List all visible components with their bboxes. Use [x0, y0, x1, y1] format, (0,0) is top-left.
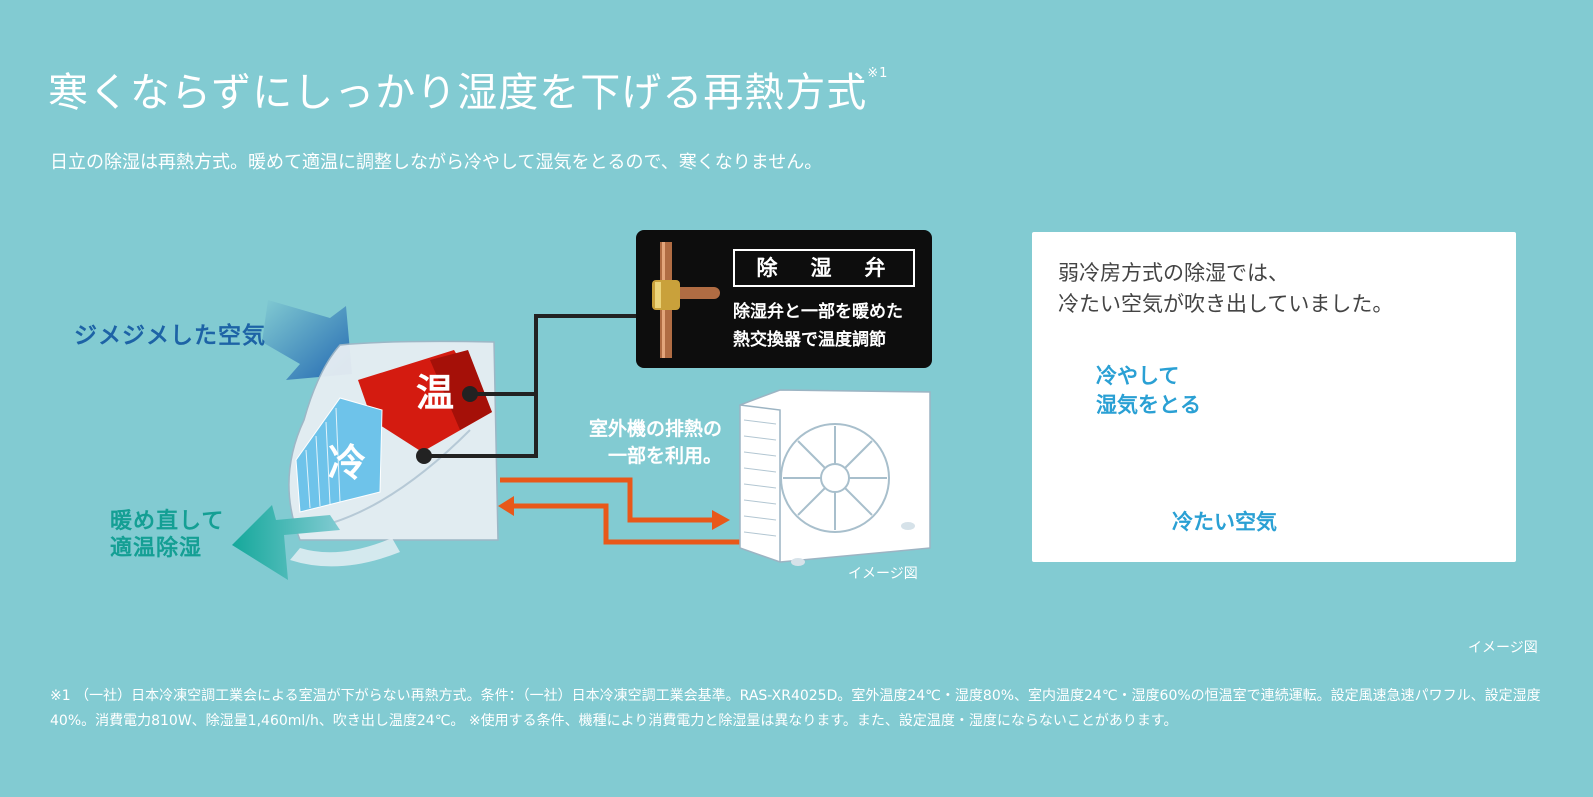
dehumidify-valve-graphic [652, 242, 720, 358]
outdoor-label-line-2: 一部を利用。 [607, 445, 722, 467]
comparison-text-line-2: 冷たい空気が吹き出していました。 [1058, 292, 1394, 316]
image-caption-2: イメージ図 [1468, 640, 1538, 656]
cool-remove-line-1: 冷やして [1096, 364, 1180, 388]
rewarm-label-line-2: 適温除湿 [110, 536, 203, 561]
outdoor-unit [739, 389, 931, 566]
cold-exchanger [295, 397, 383, 513]
page-title-text: 寒くならずにしっかり湿度を下げる再熱方式 [48, 70, 868, 116]
rewarm-air-arrow [232, 505, 340, 580]
comparison-panel [1032, 232, 1516, 562]
page-title: 寒くならずにしっかり湿度を下げる再熱方式※1 [48, 60, 888, 118]
outdoor-label-line-1: 室外機の排熱の [588, 418, 722, 440]
cold-label: 冷 [328, 441, 367, 485]
pipe-lines [424, 314, 640, 458]
image-caption: イメージ図 [848, 566, 918, 582]
title-footnote-mark: ※1 [867, 66, 889, 81]
humid-air-label: ジメジメした空気 [74, 323, 266, 349]
outdoor-heat-label: 室外機の排熱の 一部を利用。 [560, 416, 722, 470]
warm-label: 温 [416, 371, 455, 415]
heat-flow-arrows [500, 477, 742, 545]
rewarm-label-line-1: 暖め直して [110, 509, 225, 534]
valve-description: 除湿弁と一部を暖めた 熱交換器で温度調節 [733, 298, 933, 354]
valve-desc-line-1: 除湿弁と一部を暖めた [733, 302, 903, 322]
rewarm-label: 暖め直して 適温除湿 [110, 508, 224, 562]
cool-remove-line-2: 湿気をとる [1096, 393, 1201, 417]
valve-title: 除 湿 弁 [733, 249, 915, 287]
footnote: ※1 （一社）日本冷凍空調工業会による室温が下がらない再熱方式。条件：（一社）日… [50, 688, 1541, 729]
cold-air-label: 冷たい空気 [1172, 510, 1277, 534]
comparison-text-line-1: 弱冷房方式の除湿では、 [1058, 261, 1289, 285]
page-subtitle: 日立の除湿は再熱方式。暖めて適温に調整しながら冷やして湿気をとるので、寒くなりま… [50, 152, 823, 173]
valve-panel [636, 230, 932, 368]
valve-desc-line-2: 熱交換器で温度調節 [733, 330, 886, 350]
comparison-text: 弱冷房方式の除湿では、 冷たい空気が吹き出していました。 [1058, 258, 1393, 320]
cool-remove-label: 冷やして 湿気をとる [1096, 362, 1201, 420]
